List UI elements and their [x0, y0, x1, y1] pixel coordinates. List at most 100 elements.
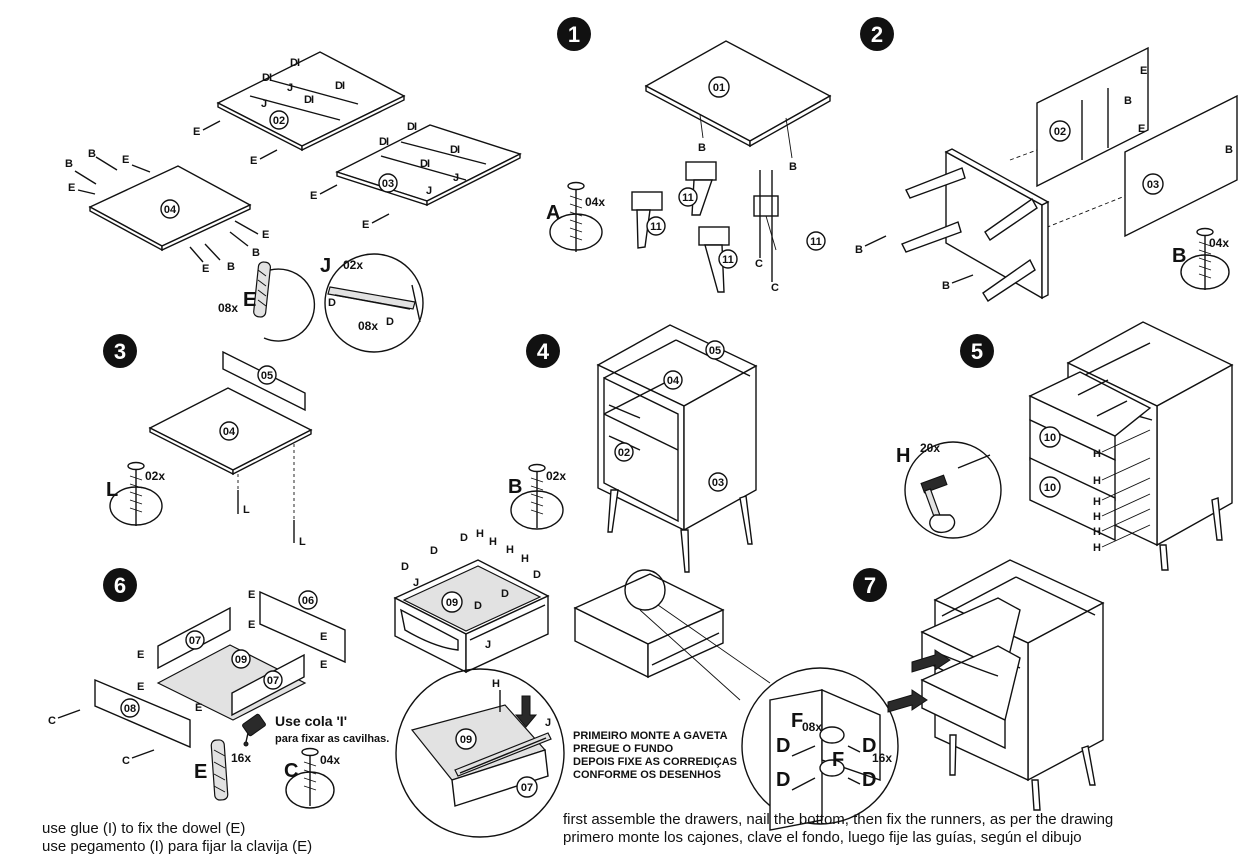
- svg-text:03: 03: [1147, 179, 1159, 191]
- arrow-right-icon-2: [887, 689, 928, 713]
- svg-text:L: L: [299, 536, 306, 548]
- i-label: I: [269, 72, 272, 84]
- d-label: D: [450, 144, 458, 156]
- svg-text:04: 04: [223, 426, 236, 438]
- svg-text:09: 09: [460, 734, 472, 746]
- step-1-number: 1: [568, 22, 580, 47]
- panel-02-side: [1036, 46, 1149, 188]
- a-big-label: A: [546, 202, 560, 224]
- svg-text:H: H: [1093, 475, 1101, 487]
- e16-big-label: E: [194, 761, 207, 783]
- svg-text:H: H: [1093, 496, 1101, 508]
- runner-detail-callout: [395, 668, 565, 838]
- svg-text:B: B: [1124, 95, 1132, 107]
- e-label: E: [202, 263, 209, 275]
- svg-text:E: E: [137, 681, 144, 693]
- svg-text:05: 05: [261, 370, 273, 382]
- svg-text:D: D: [474, 600, 482, 612]
- instruction-line-1: PRIMEIRO MONTE A GAVETA: [573, 730, 728, 742]
- svg-text:C: C: [755, 258, 763, 270]
- svg-text:H: H: [492, 678, 500, 690]
- svg-text:11: 11: [650, 221, 662, 233]
- footer-right-es: primero monte los cajones, clave el fond…: [563, 829, 1082, 846]
- b-label: B: [252, 247, 260, 259]
- step-1-badge: [557, 17, 591, 51]
- instruction-line-4: CONFORME OS DESENHOS: [573, 769, 721, 781]
- b-label: B: [789, 161, 797, 173]
- svg-text:D: D: [430, 545, 438, 557]
- svg-text:J: J: [413, 577, 419, 589]
- glue-bottle-icon: [242, 713, 266, 747]
- panel-04-label: 04: [164, 204, 177, 216]
- svg-text:H: H: [1093, 542, 1101, 554]
- step-6: 6 06 07 09 07 08 E E E E E E E C C: [48, 568, 389, 809]
- i-label: I: [414, 121, 417, 133]
- svg-text:H: H: [476, 528, 484, 540]
- b-label: B: [88, 148, 96, 160]
- step-1: 1 01 B B A 04x 11 11: [546, 17, 832, 294]
- runner-j-03b: [400, 141, 487, 165]
- svg-text:09: 09: [446, 597, 458, 609]
- svg-text:D: D: [776, 769, 790, 791]
- svg-text:07: 07: [189, 635, 201, 647]
- c-count: 04x: [320, 753, 340, 767]
- panel-02-badge: [269, 110, 289, 130]
- svg-text:F: F: [832, 749, 844, 771]
- j-label: J: [453, 172, 459, 184]
- svg-text:10: 10: [1044, 432, 1056, 444]
- i-label: I: [427, 158, 430, 170]
- runner-j-03a: [380, 155, 467, 181]
- glue-note-sub: para fixar as cavilhas.: [275, 733, 389, 745]
- leg-11-d: 11 C C: [753, 170, 826, 294]
- panel-03-edge2: [426, 152, 521, 207]
- e-big-label: E: [243, 289, 256, 311]
- d-label: D: [262, 72, 270, 84]
- b-label: B: [227, 261, 235, 273]
- svg-text:11: 11: [810, 236, 822, 248]
- b-count-step4: 02x: [546, 469, 566, 483]
- e-label: E: [68, 182, 75, 194]
- panel-04-badge: [160, 199, 180, 219]
- runner-j-icon: [327, 286, 416, 310]
- panel-04-edge2: [161, 203, 251, 252]
- svg-text:04: 04: [667, 375, 680, 387]
- h-count: 20x: [920, 441, 940, 455]
- svg-text:B: B: [942, 280, 950, 292]
- svg-text:08: 08: [124, 703, 136, 715]
- e-label: E: [362, 219, 369, 231]
- i-label: I: [457, 144, 460, 156]
- hammer-callout: [904, 441, 1002, 539]
- i-label: I: [311, 94, 314, 106]
- step-6-number: 6: [114, 573, 126, 598]
- svg-text:02: 02: [618, 447, 630, 459]
- d-label: D: [386, 316, 394, 328]
- panel-08-front: [94, 678, 191, 749]
- i-label: I: [297, 57, 300, 69]
- cabinet-right-side: [683, 364, 757, 532]
- footer-left-es: use pegamento (I) para fijar la clavija …: [42, 838, 312, 855]
- svg-text:B: B: [855, 244, 863, 256]
- d-label: D: [290, 57, 298, 69]
- d-label: D: [420, 158, 428, 170]
- svg-text:11: 11: [682, 192, 694, 204]
- svg-text:E: E: [320, 659, 327, 671]
- svg-text:H: H: [1093, 511, 1101, 523]
- l-big-label: L: [106, 479, 118, 501]
- panel-03-badge: [378, 173, 398, 193]
- j-count: 02x: [343, 258, 363, 272]
- svg-text:09: 09: [235, 654, 247, 666]
- fastener-detail: F 08x F D D 16x D D: [741, 667, 899, 831]
- svg-text:E: E: [248, 619, 255, 631]
- step-6-badge: [103, 568, 137, 602]
- svg-text:C: C: [122, 755, 130, 767]
- drawer2-detail-marker: [624, 569, 666, 611]
- b-label: B: [698, 142, 706, 154]
- svg-text:03: 03: [712, 477, 724, 489]
- footer-right-en: first assemble the drawers, nail the bot…: [563, 811, 1113, 828]
- svg-text:10: 10: [1044, 482, 1056, 494]
- svg-text:J: J: [545, 717, 551, 729]
- step-5-number: 5: [971, 339, 983, 364]
- svg-text:06: 06: [302, 595, 314, 607]
- svg-text:J: J: [485, 639, 491, 651]
- leg-3: [984, 197, 1038, 241]
